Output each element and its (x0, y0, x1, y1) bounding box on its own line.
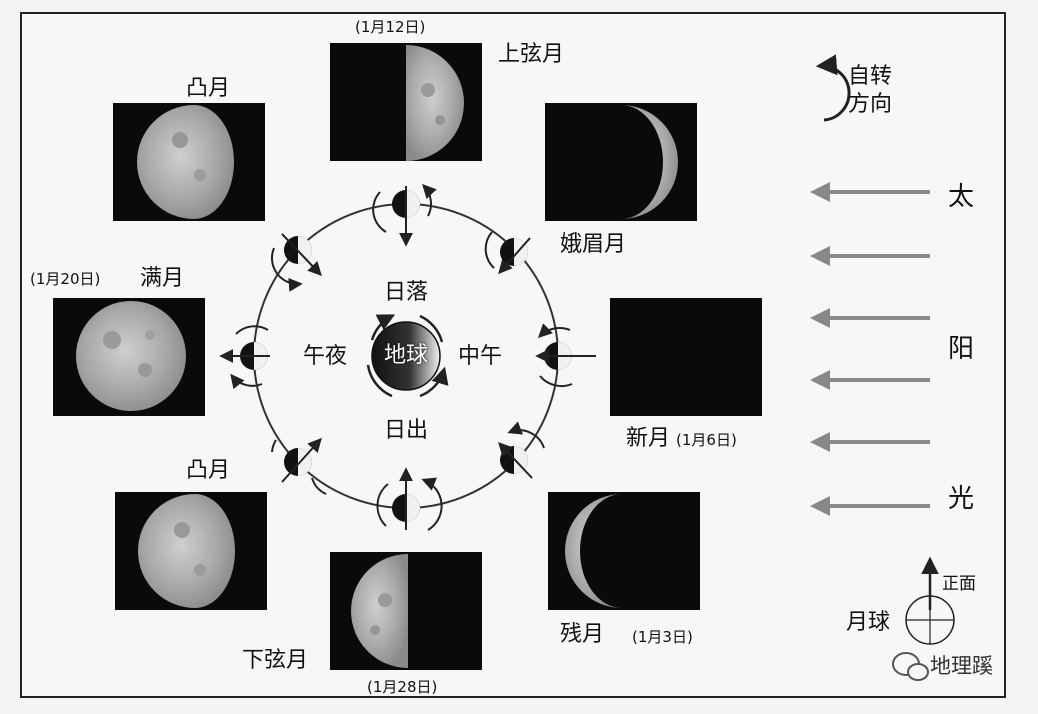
earth (366, 314, 449, 398)
rotation-label-line2: 方向 (848, 92, 893, 117)
new-moon-date: (1月6日) (676, 431, 737, 449)
watermark-text: 地理蹊 (930, 654, 993, 678)
full-moon-date: (1月20日) (30, 270, 101, 288)
orbit-moon-top-right (484, 231, 531, 275)
last-quarter-date: (1月28日) (367, 678, 438, 696)
orbit-moon-top (372, 183, 437, 247)
gibbous-bottom-panel (115, 492, 267, 610)
orbit-moon-top-left (271, 233, 322, 292)
rotation-label-line1: 自转 (848, 64, 893, 89)
orbit-moon-right (535, 323, 596, 387)
gibbous-top-label: 凸月 (186, 76, 231, 101)
first-quarter-date: (1月12日) (355, 18, 426, 36)
orbit-moon-left (219, 325, 270, 390)
orbit-moon-bottom (376, 467, 443, 531)
last-quarter-label: 下弦月 (242, 648, 309, 673)
full-moon-panel (53, 298, 205, 416)
sunlight-char-2: 阳 (948, 334, 975, 364)
sunset-label: 日落 (384, 280, 429, 305)
gibbous-bottom-label: 凸月 (186, 458, 231, 483)
new-moon-label: 新月 (626, 426, 671, 451)
moon-front-legend-icon (905, 556, 955, 645)
noon-label: 中午 (458, 344, 503, 369)
sunlight-arrows (810, 182, 930, 516)
full-moon-label: 满月 (140, 266, 185, 291)
moon-legend-label: 月球 (846, 610, 891, 635)
sunrise-label: 日出 (384, 418, 429, 443)
waxing-crescent-label: 娥眉月 (560, 232, 627, 257)
midnight-label: 午夜 (303, 344, 348, 369)
sunlight-char-1: 太 (948, 182, 975, 212)
waning-crescent-label: 残月 (560, 622, 605, 647)
wechat-icon (892, 652, 929, 681)
orbit-moon-bottom-left (271, 437, 327, 495)
new-moon-panel (610, 298, 762, 416)
rotation-direction-icon (815, 54, 851, 122)
last-quarter-panel (330, 552, 482, 670)
gibbous-top-panel (113, 103, 265, 221)
first-quarter-panel (330, 43, 482, 161)
orbit-moon-bottom-right (498, 421, 545, 479)
earth-label: 地球 (384, 343, 429, 368)
waning-crescent-date: (1月3日) (632, 628, 693, 646)
first-quarter-label: 上弦月 (498, 42, 565, 67)
sunlight-char-3: 光 (948, 484, 975, 514)
waning-crescent-panel (548, 492, 700, 610)
front-face-label: 正面 (942, 574, 976, 594)
waxing-crescent-panel (545, 103, 697, 221)
